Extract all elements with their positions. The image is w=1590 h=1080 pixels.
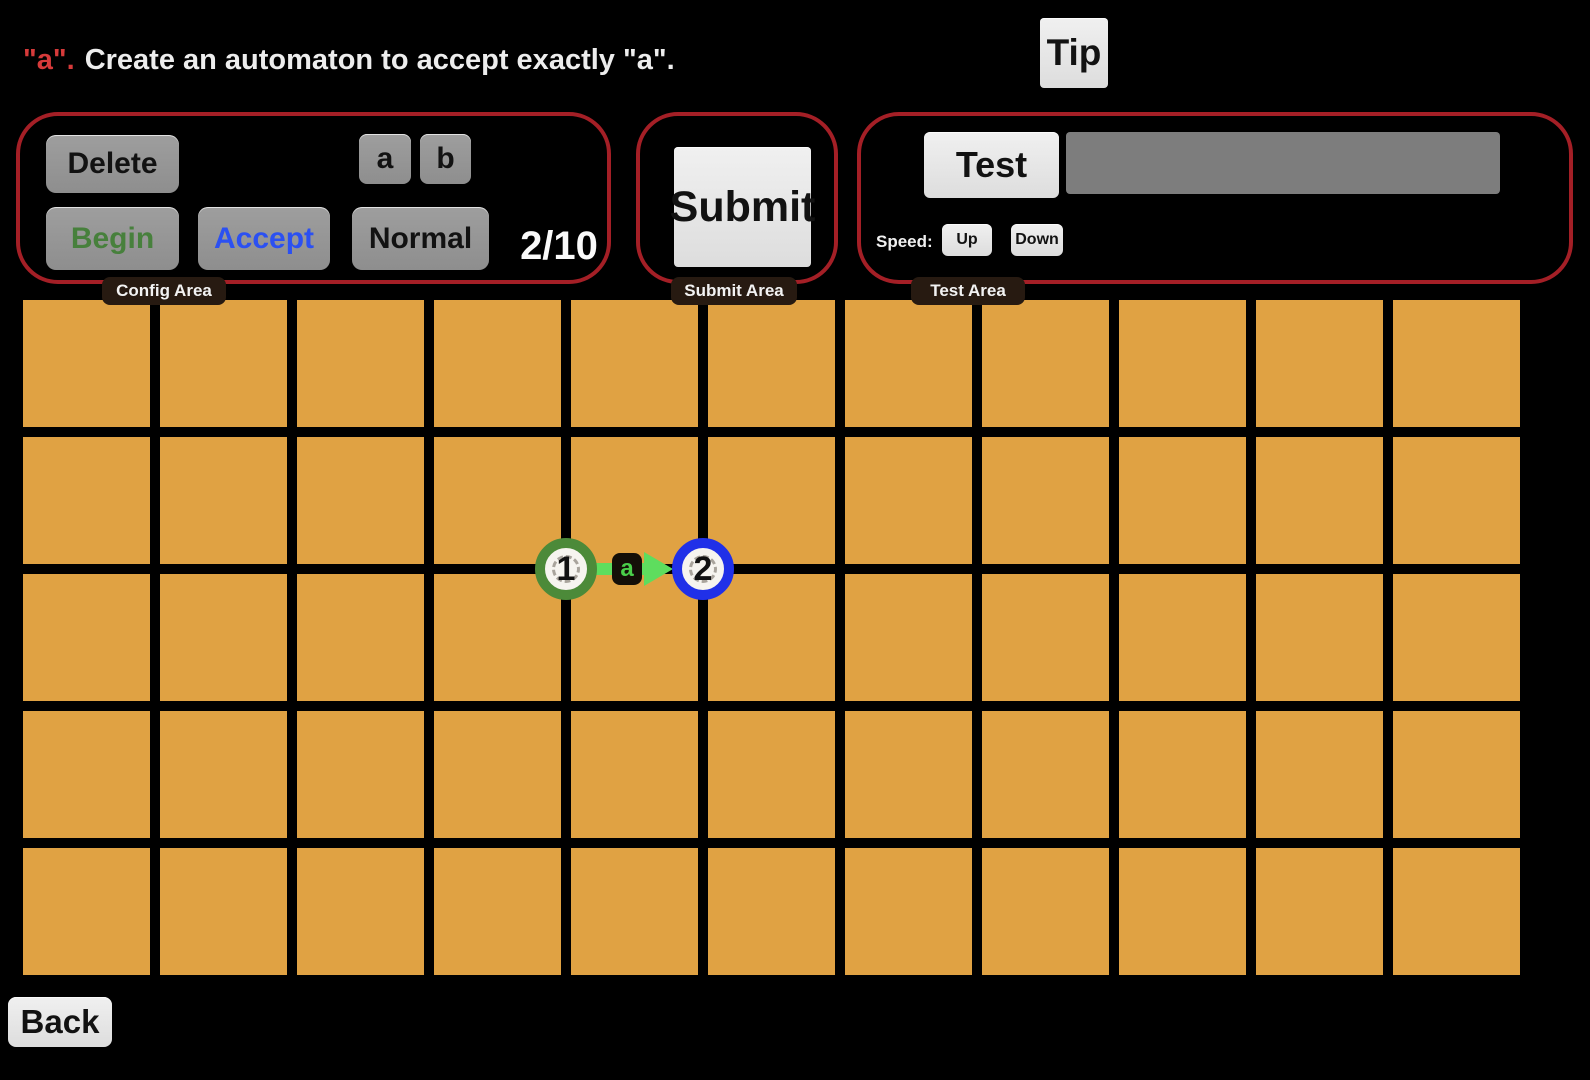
grid-cell[interactable]: [708, 437, 835, 564]
grid-cell[interactable]: [434, 711, 561, 838]
submit-area-label: Submit Area: [671, 277, 797, 305]
grid-cell[interactable]: [23, 574, 150, 701]
grid-cell[interactable]: [571, 711, 698, 838]
grid-cell[interactable]: [1393, 300, 1520, 427]
grid-cell[interactable]: [297, 300, 424, 427]
delete-button[interactable]: Delete: [46, 135, 179, 193]
grid-cell[interactable]: [982, 848, 1109, 975]
task-string: "a".: [23, 44, 75, 76]
grid-cell[interactable]: [23, 437, 150, 564]
grid-cell[interactable]: [434, 574, 561, 701]
grid-cell[interactable]: [23, 300, 150, 427]
state-anchor-ring: [689, 555, 717, 583]
grid-cell[interactable]: [571, 300, 698, 427]
grid-cell[interactable]: [845, 711, 972, 838]
grid-cell[interactable]: [1119, 848, 1246, 975]
grid-cell[interactable]: [708, 711, 835, 838]
grid-cell[interactable]: [297, 848, 424, 975]
back-button[interactable]: Back: [8, 997, 112, 1047]
grid-cell[interactable]: [160, 437, 287, 564]
state-number: 1: [556, 549, 576, 588]
submit-area: Submit Submit Area: [636, 112, 838, 305]
symbol-b-button[interactable]: b: [420, 134, 471, 184]
grid-cell[interactable]: [434, 437, 561, 564]
grid-cell[interactable]: [1393, 711, 1520, 838]
grid-cell[interactable]: [297, 574, 424, 701]
speed-down-button[interactable]: Down: [1011, 224, 1063, 256]
grid-cell[interactable]: [982, 574, 1109, 701]
grid-cell[interactable]: [571, 574, 698, 701]
grid-cell[interactable]: [982, 711, 1109, 838]
state-1-begin[interactable]: 1: [535, 538, 597, 600]
speed-label: Speed:: [876, 232, 933, 251]
state-number: 2: [693, 549, 713, 588]
normal-state-button[interactable]: Normal: [352, 207, 489, 270]
grid-cell[interactable]: [160, 574, 287, 701]
test-area-label: Test Area: [911, 277, 1025, 305]
state-counter: 2/10: [520, 224, 598, 268]
grid-cell[interactable]: [571, 437, 698, 564]
accept-state-button[interactable]: Accept: [198, 207, 330, 270]
grid-cell[interactable]: [982, 437, 1109, 564]
test-button[interactable]: Test: [924, 132, 1059, 198]
state-2-accept[interactable]: 2: [672, 538, 734, 600]
grid-cell[interactable]: [845, 848, 972, 975]
grid-cell[interactable]: [1256, 437, 1383, 564]
grid-cell[interactable]: [708, 848, 835, 975]
grid-cell[interactable]: [571, 848, 698, 975]
grid-cell[interactable]: [434, 848, 561, 975]
grid-cell[interactable]: [1256, 300, 1383, 427]
grid-cell[interactable]: [160, 848, 287, 975]
config-area-label: Config Area: [102, 277, 226, 305]
tip-button[interactable]: Tip: [1040, 18, 1108, 88]
transition-symbol-label[interactable]: a: [612, 553, 642, 585]
grid-cell[interactable]: [845, 574, 972, 701]
transition-arrow-head: [644, 552, 673, 586]
state-grid: [23, 300, 1520, 975]
grid-cell[interactable]: [297, 437, 424, 564]
grid-cell[interactable]: [1119, 711, 1246, 838]
grid-cell[interactable]: [1256, 848, 1383, 975]
grid-cell[interactable]: [160, 711, 287, 838]
task-instruction: Create an automaton to accept exactly "a…: [84, 44, 675, 76]
grid-cell[interactable]: [982, 300, 1109, 427]
grid-cell[interactable]: [708, 574, 835, 701]
grid-cell[interactable]: [1119, 300, 1246, 427]
grid-cell[interactable]: [297, 711, 424, 838]
page-title: "a". Create an automaton to accept exactl…: [23, 44, 675, 77]
grid-cell[interactable]: [1393, 848, 1520, 975]
test-string-input[interactable]: [1066, 132, 1500, 194]
grid-cell[interactable]: [845, 437, 972, 564]
config-area: Delete a b Begin Accept Normal 2/10 Conf…: [16, 112, 611, 305]
grid-cell[interactable]: [1393, 437, 1520, 564]
grid-cell[interactable]: [1393, 574, 1520, 701]
grid-cell[interactable]: [1119, 437, 1246, 564]
grid-cell[interactable]: [23, 848, 150, 975]
begin-state-button[interactable]: Begin: [46, 207, 179, 270]
grid-cell[interactable]: [23, 711, 150, 838]
grid-cell[interactable]: [1256, 711, 1383, 838]
grid-cell[interactable]: [1119, 574, 1246, 701]
state-anchor-ring: [552, 555, 580, 583]
grid-cell[interactable]: [1256, 574, 1383, 701]
grid-cell[interactable]: [160, 300, 287, 427]
submit-button[interactable]: Submit: [670, 147, 815, 267]
grid-cell[interactable]: [434, 300, 561, 427]
grid-cell[interactable]: [845, 300, 972, 427]
symbol-a-button[interactable]: a: [359, 134, 411, 184]
grid-cell[interactable]: [708, 300, 835, 427]
test-area: Test Speed: Up Down Test Area: [857, 112, 1573, 305]
speed-up-button[interactable]: Up: [942, 224, 992, 256]
